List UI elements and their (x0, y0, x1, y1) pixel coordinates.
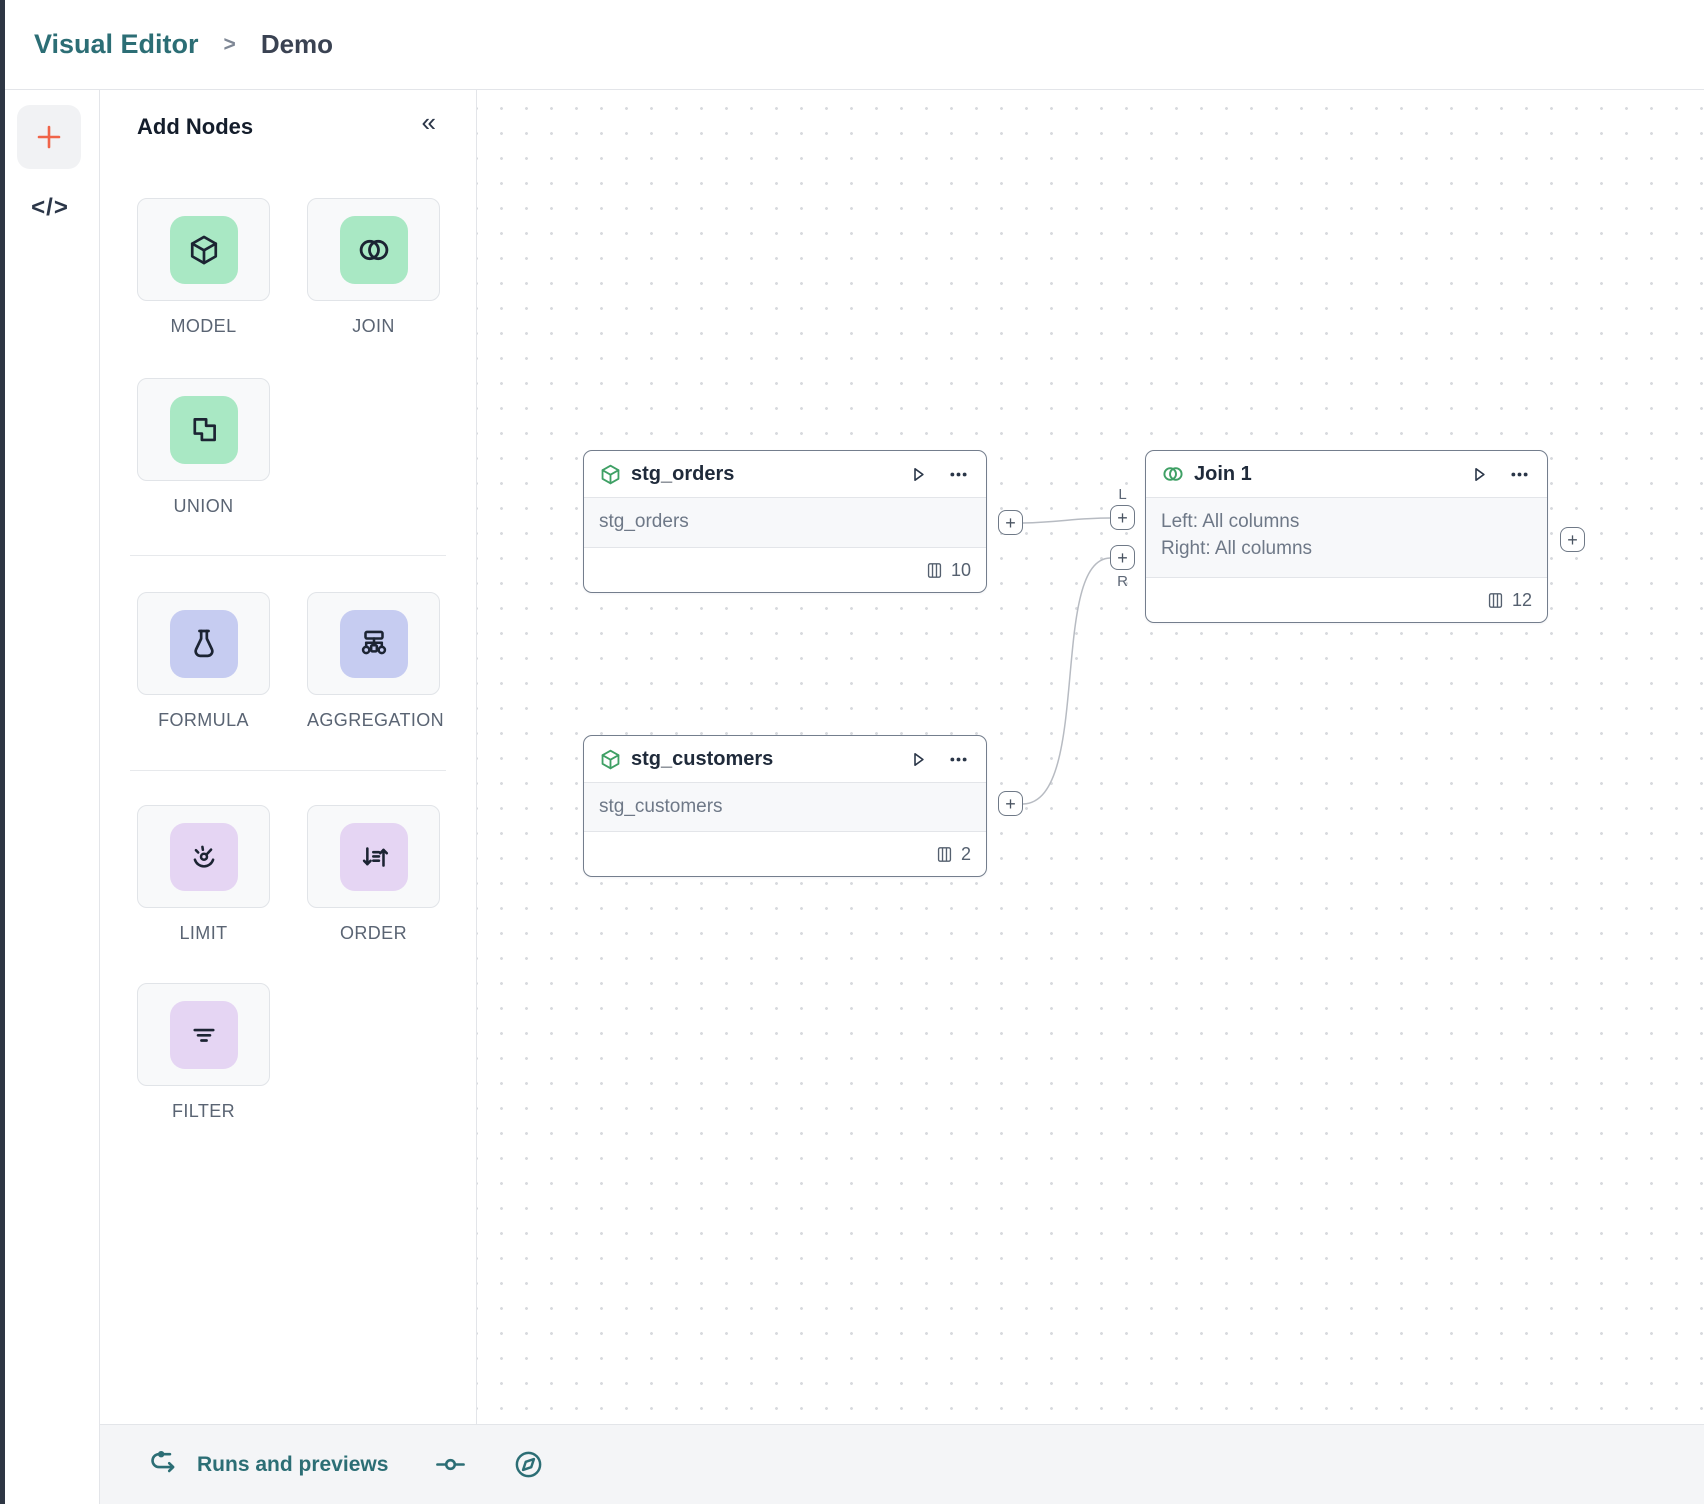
plus-icon (37, 125, 61, 149)
node-type-label: FORMULA (158, 710, 249, 730)
play-icon (913, 752, 924, 766)
icon-rail: </> (0, 90, 100, 1424)
node-type-label: MODEL (170, 316, 237, 336)
breadcrumb-root-link[interactable]: Visual Editor (34, 29, 199, 59)
run-node-button[interactable] (905, 461, 931, 487)
panel-title: Add Nodes (137, 114, 254, 139)
node-menu-button[interactable] (945, 461, 971, 487)
columns-icon (937, 846, 952, 862)
port-join-left-input[interactable]: + (1110, 505, 1135, 530)
code-view-button[interactable]: </> (31, 194, 69, 221)
play-icon (1474, 467, 1485, 481)
flow-canvas[interactable]: stg_orders stg_orders 10 (477, 90, 1704, 1424)
venn-icon (1163, 467, 1183, 481)
breadcrumb-separator: > (223, 32, 236, 56)
cube-icon (601, 464, 620, 484)
run-node-button[interactable] (1466, 461, 1492, 487)
runs-and-previews-button[interactable]: Runs and previews (148, 1449, 388, 1480)
sort-icon (339, 822, 408, 891)
node-type-label: FILTER (171, 1101, 236, 1121)
git-commit-icon (436, 1458, 466, 1471)
node-stg-customers[interactable]: stg_customers stg_customers 2 (583, 735, 987, 877)
join-right-summary: Right: All columns (1161, 538, 1313, 559)
join-left-port-label: L (1118, 486, 1127, 503)
node-type-order[interactable]: ORDER (307, 805, 440, 944)
bottom-bar: Runs and previews (100, 1424, 1704, 1504)
node-type-label: UNION (173, 496, 234, 516)
filter-icon (169, 1000, 238, 1069)
node-title: stg_customers (631, 747, 774, 770)
play-icon (913, 467, 924, 481)
ellipsis-icon (949, 757, 967, 761)
column-count: 12 (1511, 589, 1532, 610)
column-count: 10 (950, 559, 971, 580)
node-title: Join 1 (1194, 462, 1252, 485)
cube-icon (601, 749, 620, 769)
columns-icon (1488, 592, 1503, 608)
panel-divider (130, 770, 446, 771)
node-type-union[interactable]: UNION (137, 378, 270, 517)
sitemap-icon (339, 609, 408, 678)
edge-customers-to-join-right (1022, 557, 1111, 805)
runs-icon (151, 1450, 175, 1473)
ellipsis-icon (1510, 472, 1528, 476)
node-menu-button[interactable] (945, 746, 971, 772)
port-stg-orders-output[interactable]: + (998, 510, 1023, 535)
run-node-button[interactable] (905, 746, 931, 772)
venn-icon (339, 215, 408, 284)
node-stg-orders[interactable]: stg_orders stg_orders 10 (583, 450, 987, 593)
node-menu-button[interactable] (1506, 461, 1532, 487)
join-left-summary: Left: All columns (1161, 511, 1300, 532)
node-join-1[interactable]: Join 1 Left: All columns Right: All colu… (1145, 450, 1548, 623)
columns-icon (927, 562, 942, 578)
window-edge-bar (0, 0, 5, 1504)
ellipsis-icon (949, 472, 967, 476)
node-type-filter[interactable]: FILTER (137, 983, 270, 1122)
compass-icon (516, 1451, 542, 1478)
compass-icon-button[interactable] (513, 1449, 544, 1480)
port-join-output[interactable]: + (1560, 527, 1585, 552)
bottom-rail-stub (0, 1424, 100, 1504)
edge-orders-to-join-left (1022, 517, 1111, 524)
breadcrumb: Visual Editor > Demo (0, 0, 1704, 90)
union-icon (169, 395, 238, 464)
add-nodes-panel: Add Nodes « MODEL JOIN U (100, 90, 477, 1424)
node-type-label: JOIN (352, 316, 395, 336)
join-right-port-label: R (1117, 573, 1128, 590)
node-type-label: LIMIT (179, 923, 228, 943)
commit-icon-button[interactable] (434, 1448, 467, 1481)
node-type-aggregation[interactable]: AGGREGATION (307, 592, 445, 731)
collapse-panel-button[interactable]: « (421, 107, 436, 137)
node-type-model[interactable]: MODEL (137, 198, 270, 337)
flask-icon (169, 609, 238, 678)
node-title: stg_orders (631, 462, 735, 485)
node-subtitle: stg_orders (599, 511, 689, 532)
port-join-right-input[interactable]: + (1110, 545, 1135, 570)
node-type-label: AGGREGATION (307, 710, 445, 730)
gauge-icon (169, 822, 238, 891)
node-type-label: ORDER (339, 923, 407, 943)
runs-and-previews-label: Runs and previews (197, 1452, 389, 1476)
port-stg-customers-output[interactable]: + (998, 791, 1023, 816)
breadcrumb-current: Demo (260, 29, 334, 59)
node-subtitle: stg_customers (599, 796, 723, 817)
node-type-formula[interactable]: FORMULA (137, 592, 270, 731)
panel-divider (130, 555, 446, 556)
node-type-join[interactable]: JOIN (307, 198, 440, 337)
node-type-limit[interactable]: LIMIT (137, 805, 270, 944)
column-count: 2 (960, 843, 971, 864)
cube-icon (169, 215, 238, 284)
add-node-button[interactable] (17, 105, 81, 169)
